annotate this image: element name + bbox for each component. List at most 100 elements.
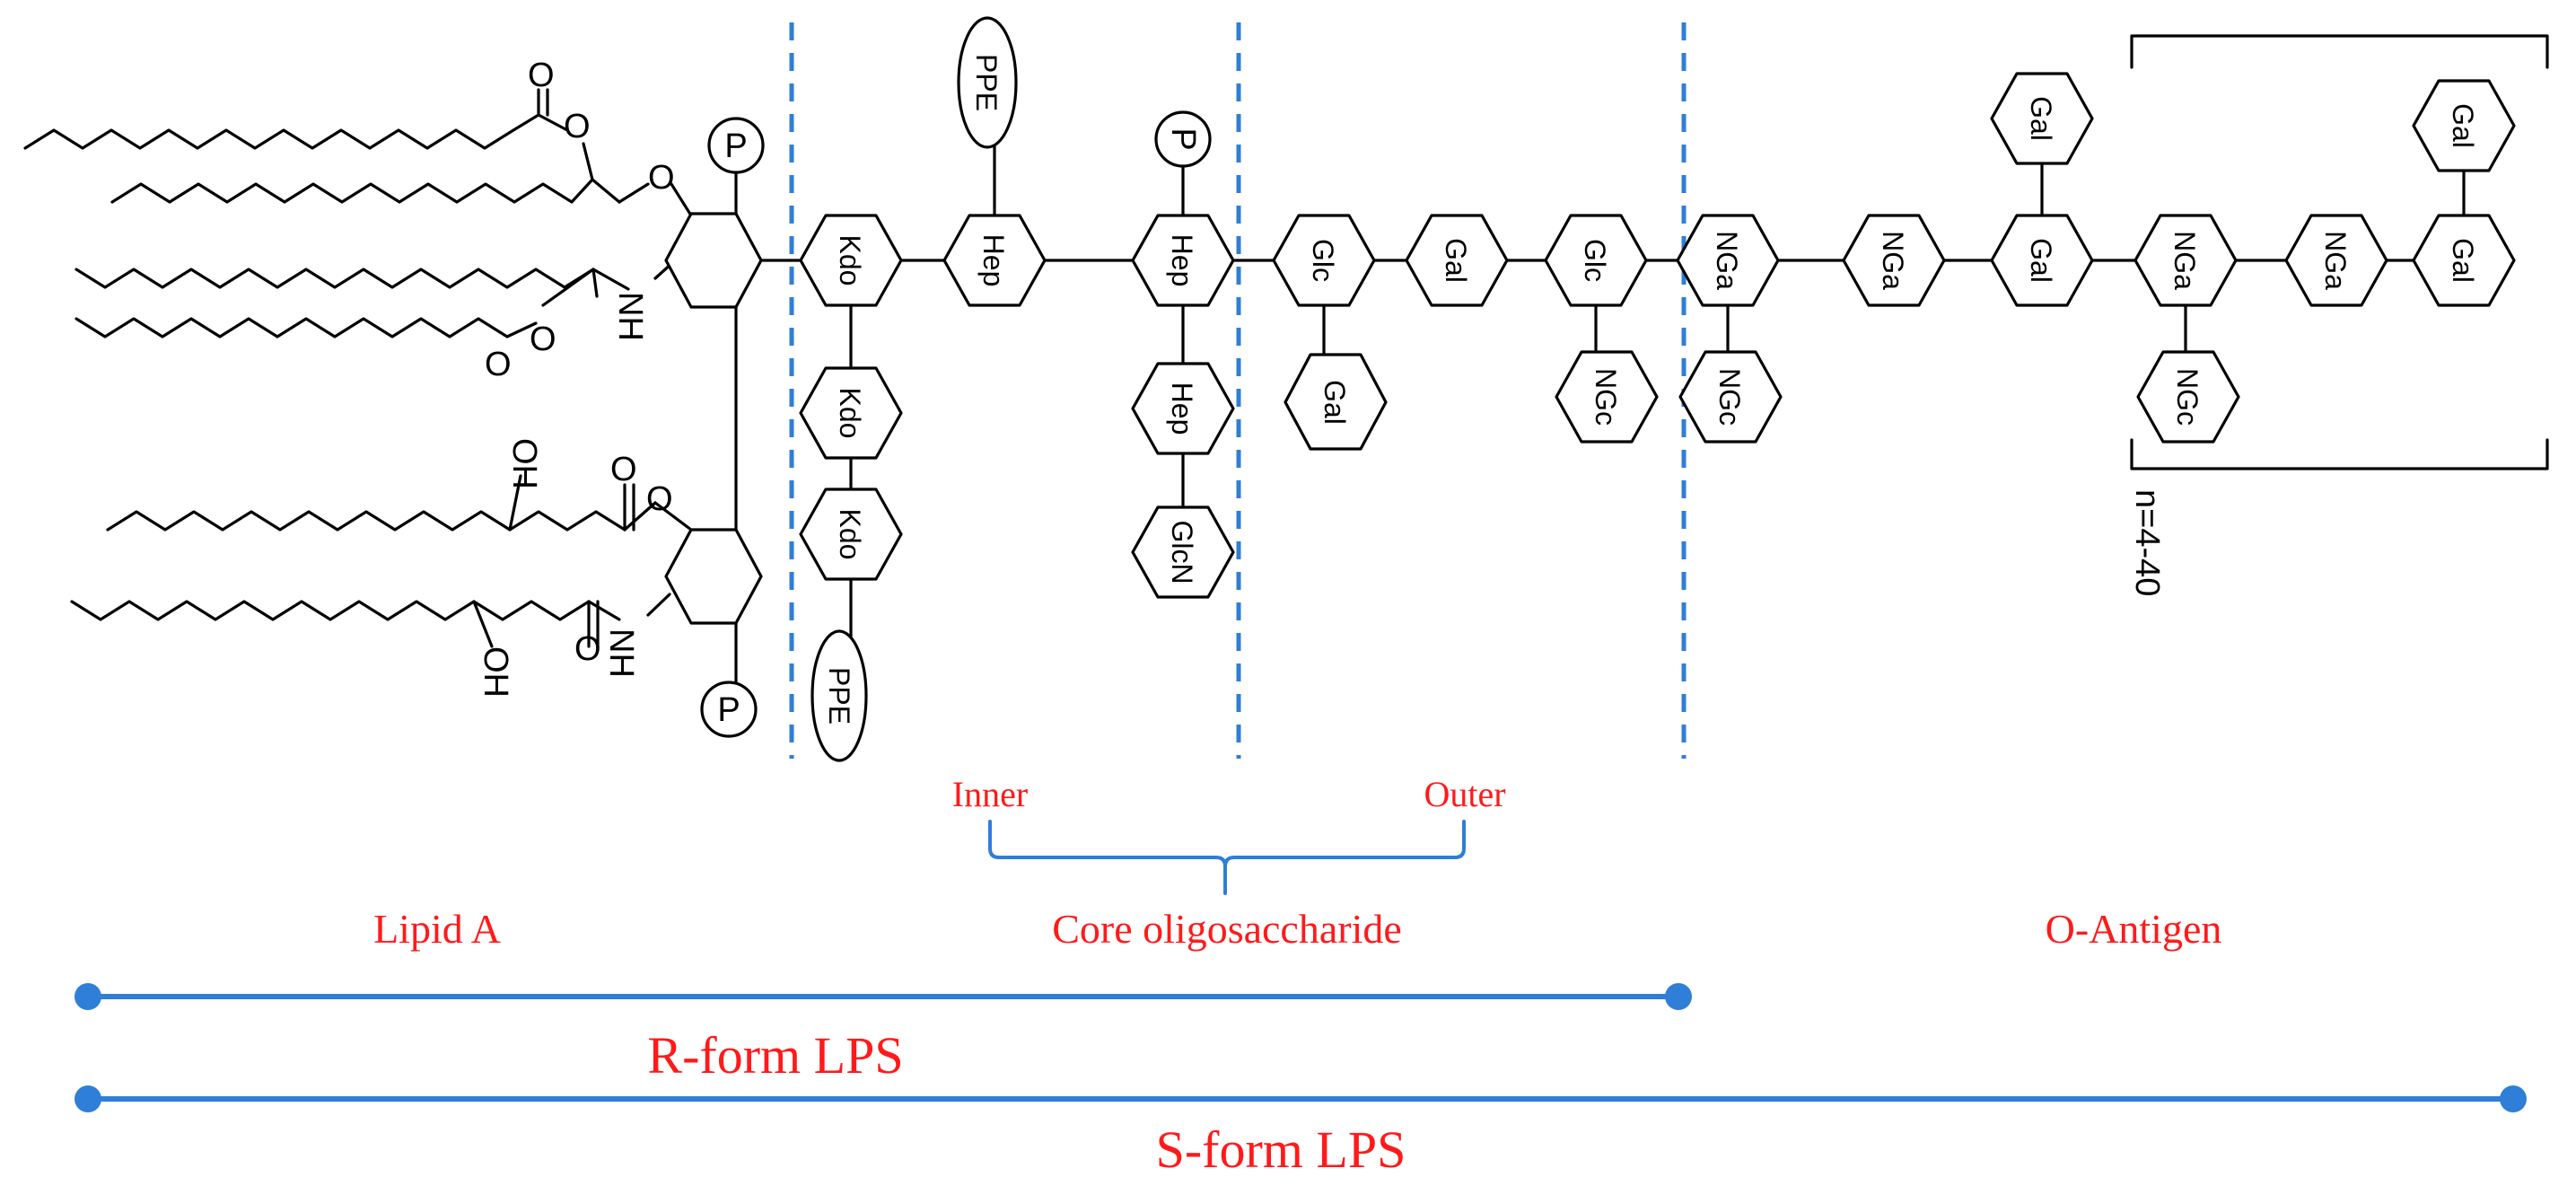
nga-1-branch-ring: NGc: [1678, 350, 1783, 444]
glc-2-branch-label: NGc: [1590, 368, 1622, 426]
glc-1-branch-label: Gal: [1319, 380, 1351, 425]
kdo-ppe-ellipse: PPE: [810, 629, 868, 762]
r-form-start-dot: [74, 983, 101, 1010]
kdo-ppe-label: PPE: [823, 667, 855, 725]
chain-3-oh: [591, 268, 599, 298]
nga-1-label: NGa: [1711, 231, 1743, 290]
fatty-acid-chain-2: [110, 178, 594, 204]
kdo-3-label: Kdo: [834, 509, 866, 560]
hep-2-ring: Hep: [1131, 214, 1235, 307]
hep-2-phosphate: P: [1154, 110, 1212, 168]
hep-1-label: Hep: [977, 234, 1010, 287]
oag-gal-1-branch-label: Gal: [2025, 96, 2057, 141]
nh-lower-to-ring: [646, 593, 671, 617]
ester-bond-1: [537, 113, 569, 132]
phosphate-top-label: P: [724, 127, 747, 165]
oxygen-label: O: [574, 630, 601, 668]
repeat-unit-bracket: n=4-40: [2128, 34, 2549, 596]
glc-2-branch-ring: NGc: [1555, 350, 1659, 444]
s-form-start-dot: [74, 1085, 101, 1112]
nga-4-label: NGa: [2319, 231, 2352, 290]
glc-2-label: Glc: [1579, 239, 1611, 282]
fatty-acid-chain-4: [74, 317, 538, 338]
bracket-bottom: [2130, 438, 2549, 470]
hep-2-phosphate-label: P: [1164, 127, 1202, 150]
glcn-ring: GlcN: [1131, 505, 1235, 599]
oag-gal-2-ring: Gal: [2412, 214, 2516, 307]
chain-3-to-nh: [591, 268, 630, 291]
oag-gal-2-branch-label: Gal: [2447, 103, 2479, 148]
nga-2-label: NGa: [1877, 231, 1909, 290]
hep-3-label: Hep: [1166, 382, 1198, 435]
r-form-span: [74, 983, 1692, 1010]
inner-core-label: Inner: [952, 774, 1028, 814]
chain-2-ch2b: [618, 182, 650, 204]
hydroxyl-lower-label: OH: [477, 646, 514, 698]
nga-2-ring: NGa: [1842, 214, 1946, 307]
glc-1-ring: Glc: [1272, 214, 1376, 307]
glcn-label: GlcN: [1166, 520, 1198, 584]
oag-gal-2-branch-ring: Gal: [2412, 79, 2516, 172]
core-brace: [988, 820, 1466, 895]
glc-1-branch-ring: Gal: [1284, 353, 1388, 451]
chain-3-link: [541, 268, 595, 307]
glucosamine-ring-lower: [664, 528, 763, 625]
kdo-1-ring: Kdo: [799, 214, 903, 307]
outer-core-label: Outer: [1424, 774, 1505, 814]
s-form-span: [74, 1085, 2527, 1112]
glucosamine-ring-upper: [664, 212, 763, 309]
o-lower-to-ring: [653, 501, 693, 532]
oh-lower-bond: [472, 600, 494, 648]
r-form-end-dot: [1665, 983, 1692, 1010]
chain-2-link: [582, 142, 594, 181]
ester-lower: [623, 501, 657, 532]
amine-lower-label: NH: [602, 628, 640, 678]
hep-1-ppe-ellipse: PPE: [957, 16, 1018, 149]
core-gal-ring: Gal: [1405, 214, 1509, 307]
nga-3-branch-ring: NGc: [2136, 350, 2240, 444]
fatty-acid-chain-1: [23, 113, 540, 150]
nga-1-branch-label: NGc: [1713, 368, 1746, 426]
nga-3-ring: NGa: [2134, 214, 2238, 307]
nga-3-label: NGa: [2169, 231, 2201, 290]
glc-2-ring: Glc: [1544, 214, 1648, 307]
oxygen-label: O: [610, 451, 637, 488]
fatty-acid-chain-3: [74, 268, 595, 289]
hep-1-ring: Hep: [942, 214, 1047, 307]
fatty-acid-chain-5: [106, 510, 626, 532]
hydroxyl-upper-label: OH: [505, 438, 543, 489]
nga-3-branch-label: NGc: [2171, 368, 2204, 426]
hep-3-ring: Hep: [1131, 362, 1235, 455]
lipid-a-label: Lipid A: [373, 906, 501, 952]
oxygen-label: O: [564, 108, 591, 145]
phosphate-bottom-circle: [700, 681, 758, 738]
o-to-ring: [670, 182, 693, 217]
hep-2-label: Hep: [1166, 234, 1198, 287]
oag-gal-1-branch-ring: Gal: [1990, 72, 2094, 165]
core-oligosaccharide-label: Core oligosaccharide: [1052, 906, 1402, 952]
oag-gal-1-label: Gal: [2025, 238, 2057, 283]
oh-upper-bond: [508, 474, 522, 532]
o-antigen-label: O-Antigen: [2046, 906, 2222, 952]
oxygen-label: O: [530, 321, 556, 358]
oag-gal-1-ring: Gal: [1990, 214, 2094, 307]
bracket-top: [2130, 34, 2549, 69]
hep-1-ppe-label: PPE: [970, 54, 1003, 111]
oxygen-label: O: [528, 57, 555, 94]
repeat-count-label: n=4-40: [2128, 489, 2166, 596]
s-form-label: S-form LPS: [1156, 1120, 1406, 1179]
fatty-acid-chain-6: [70, 600, 591, 621]
lipid-a-structure: O O O NH O O P OH O: [23, 57, 792, 738]
oxygen-label: O: [485, 346, 512, 383]
kdo-3-ring: Kdo: [799, 488, 903, 581]
r-form-label: R-form LPS: [647, 1026, 903, 1085]
oag-gal-2-label: Gal: [2447, 238, 2479, 283]
s-form-end-dot: [2500, 1085, 2527, 1112]
glc-1-label: Glc: [1307, 239, 1339, 282]
phosphate-top-circle: [707, 117, 765, 174]
kdo-1-label: Kdo: [834, 235, 866, 286]
nga-4-ring: NGa: [2284, 214, 2388, 307]
chain-6-to-nh: [587, 600, 621, 621]
phosphate-bottom-label: P: [717, 691, 740, 729]
